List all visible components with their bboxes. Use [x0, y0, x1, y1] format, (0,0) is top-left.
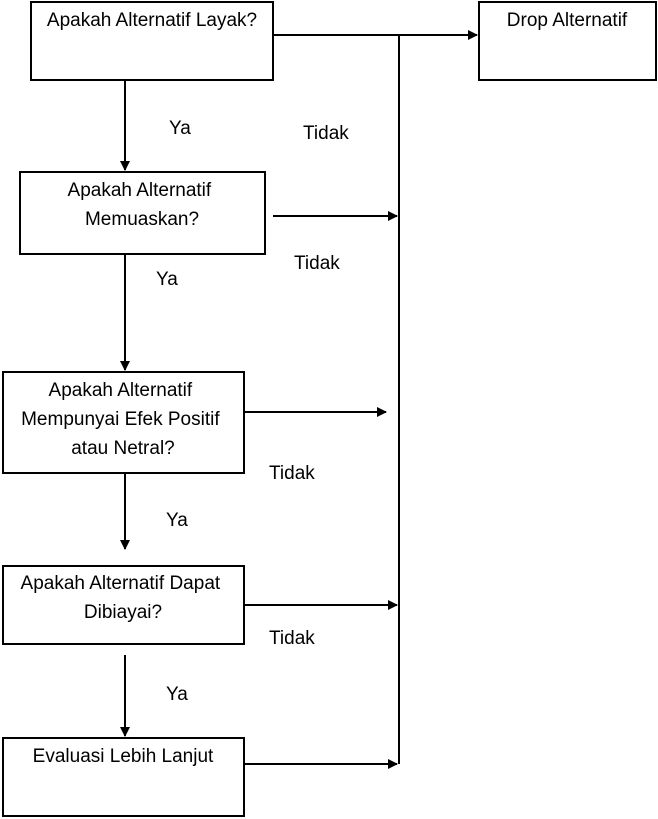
- label-no-2: Tidak: [294, 253, 340, 274]
- node-q2-text: Apakah Alternatif Memuaskan?: [68, 180, 217, 230]
- label-yes-4: Ya: [166, 684, 188, 705]
- node-q4-box: [2, 565, 245, 645]
- label-yes-3: Ya: [166, 510, 188, 531]
- node-drop-box: [478, 1, 657, 81]
- node-end-text: Evaluasi Lebih Lanjut: [33, 746, 214, 767]
- label-no-1: Tidak: [303, 123, 349, 144]
- label-yes-2: Ya: [156, 269, 178, 290]
- node-q1-box: [30, 1, 274, 81]
- label-no-3: Tidak: [269, 463, 315, 484]
- label-no-4: Tidak: [269, 628, 315, 649]
- node-q2-box: [19, 171, 266, 255]
- node-drop-text: Drop Alternatif: [507, 10, 628, 31]
- node-q3-text: Apakah Alternatif Mempunyai Efek Positif…: [21, 380, 225, 459]
- node-q3-box: [2, 371, 245, 474]
- label-yes-1: Ya: [169, 118, 191, 139]
- node-end-box: [2, 737, 245, 817]
- node-q1-text: Apakah Alternatif Layak?: [47, 10, 257, 31]
- node-q4-text: Apakah Alternatif Dapat Dibiayai?: [21, 573, 226, 623]
